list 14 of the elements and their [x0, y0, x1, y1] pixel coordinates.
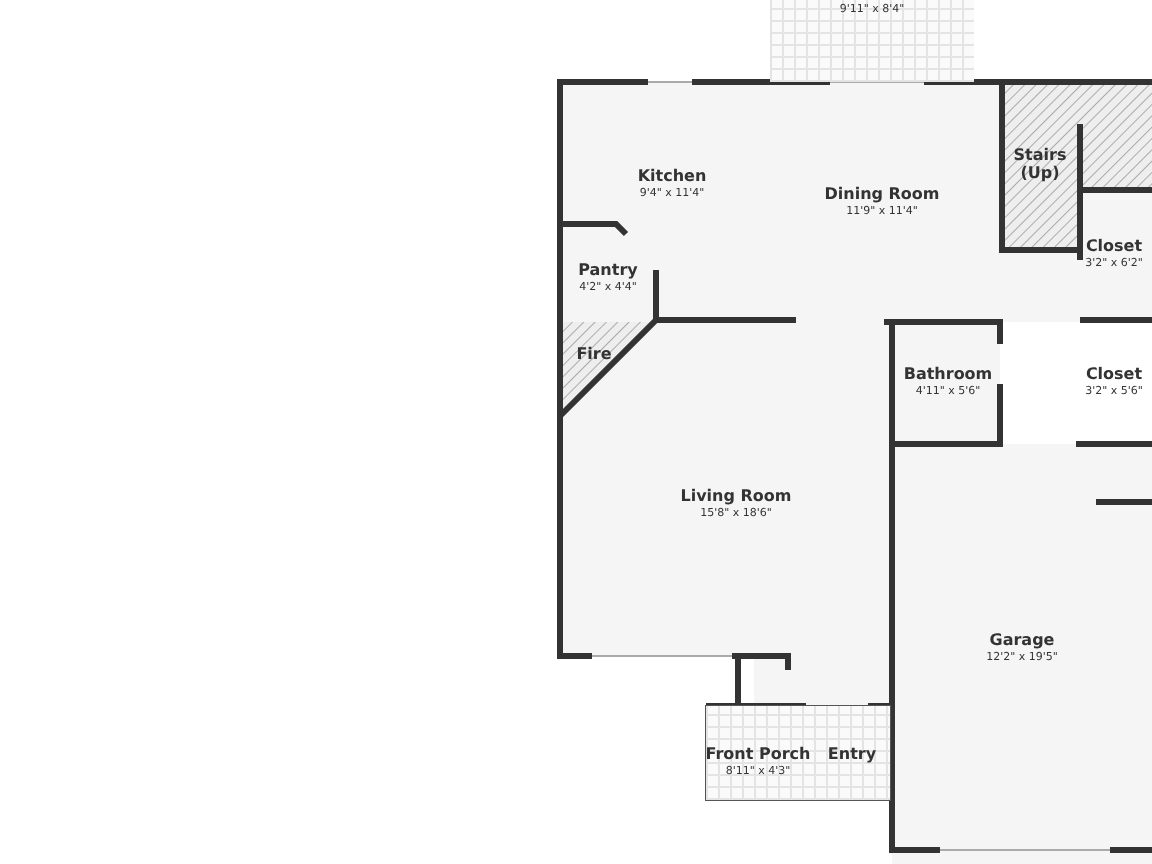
room-name: Stairs (Up) [1011, 145, 1069, 183]
room-name: Living Room [680, 486, 792, 506]
room-name: Entry [827, 745, 877, 763]
room-name: Dining Room [824, 184, 940, 204]
room-name: Pantry [578, 260, 638, 280]
patio-area [770, 0, 974, 82]
room-name: Front Porch [705, 744, 811, 764]
porch-area [706, 706, 890, 800]
room-name: Closet [1085, 364, 1143, 384]
room-name: Fire [576, 344, 612, 364]
room-name: Kitchen [637, 166, 707, 186]
room-name: Closet [1085, 236, 1143, 256]
room-name: Bathroom [903, 364, 993, 384]
room-name: Garage [989, 630, 1055, 650]
